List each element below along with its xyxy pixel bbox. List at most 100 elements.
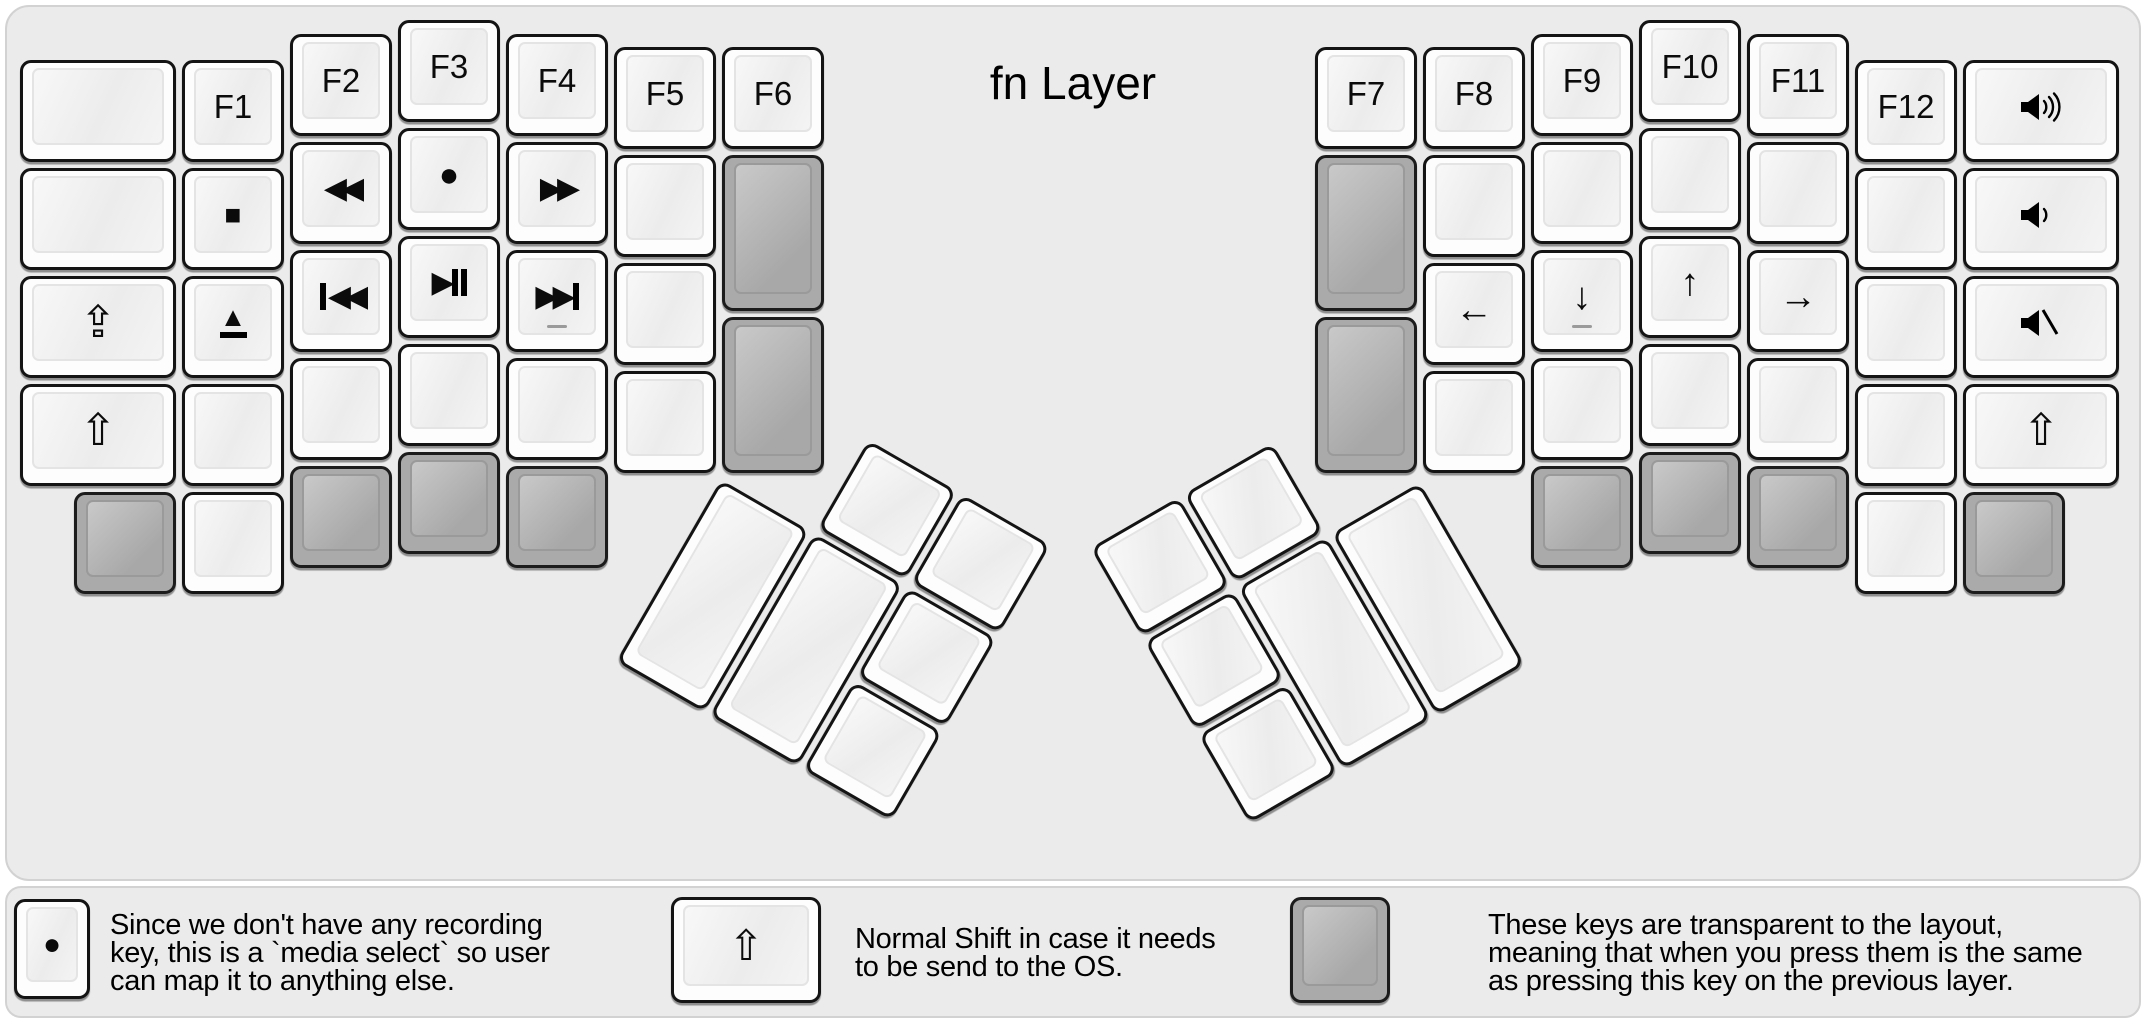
- key-arrow-down-cap: ↓: [1543, 258, 1621, 335]
- key-f2[interactable]: F2: [290, 34, 392, 136]
- key-rewind[interactable]: ◀◀: [290, 142, 392, 244]
- prev-track-icon: ◀◀: [319, 281, 368, 312]
- fast-forward-icon: ▶▶: [539, 171, 580, 205]
- key-record-label: ●: [438, 155, 460, 194]
- key-arrow-down[interactable]: ↓: [1531, 250, 1633, 352]
- key-volume-up[interactable]: [1963, 60, 2119, 162]
- key-stop[interactable]: ■: [182, 168, 284, 270]
- key-f7-cap: F7: [1327, 55, 1405, 132]
- key-transparent-l-inner-top[interactable]: [722, 155, 824, 311]
- key-blank-l-r4c2[interactable]: [290, 358, 392, 460]
- key-f8-cap: F8: [1435, 55, 1513, 132]
- key-blank-l-r3c5[interactable]: [614, 263, 716, 365]
- key-blank-r-r2c4-cap: [1759, 150, 1837, 227]
- key-transparent-r-inner-top[interactable]: [1315, 155, 1417, 311]
- key-transparent-l-b4[interactable]: [398, 452, 500, 554]
- key-f3-label: F3: [429, 48, 469, 85]
- legend-key-transparent: [1290, 897, 1390, 1003]
- key-blank-r-r4c4[interactable]: [1747, 358, 1849, 460]
- key-f7[interactable]: F7: [1315, 47, 1417, 149]
- rewind-icon: ◀◀: [323, 171, 364, 205]
- key-transparent-l-b5[interactable]: [506, 466, 608, 568]
- legend-key-shift: ⇧: [671, 897, 821, 1003]
- key-blank-r-b4-cap: [1867, 500, 1945, 577]
- key-transparent-l-b1[interactable]: [74, 492, 176, 594]
- vol-up-icon: [2018, 91, 2064, 123]
- key-f8[interactable]: F8: [1423, 47, 1525, 149]
- key-blank-r-r2c5[interactable]: [1855, 168, 1957, 270]
- key-blank-r-r2c1[interactable]: [1423, 155, 1525, 257]
- key-transparent-r-b5-cap: [1975, 500, 2053, 577]
- key-f6[interactable]: F6: [722, 47, 824, 149]
- key-f11-label: F11: [1770, 62, 1826, 99]
- key-blank-l-r4c4[interactable]: [506, 358, 608, 460]
- key-f12[interactable]: F12: [1855, 60, 1957, 162]
- key-record[interactable]: ●: [398, 128, 500, 230]
- key-transparent-l-b3[interactable]: [290, 466, 392, 568]
- key-blank-r-r3c5[interactable]: [1855, 276, 1957, 378]
- key-f11[interactable]: F11: [1747, 34, 1849, 136]
- key-arrow-up-cap: ↑: [1651, 244, 1729, 321]
- key-transparent-r-b1[interactable]: [1531, 466, 1633, 568]
- key-prev-track[interactable]: ◀◀: [290, 250, 392, 352]
- key-f5[interactable]: F5: [614, 47, 716, 149]
- key-f9[interactable]: F9: [1531, 34, 1633, 136]
- key-transparent-r-b3[interactable]: [1747, 466, 1849, 568]
- play-pause-icon: ▶: [431, 267, 467, 298]
- key-blank-l-r1c0[interactable]: [20, 60, 176, 162]
- key-transparent-r-inner-bottom[interactable]: [1315, 317, 1417, 473]
- key-shift-right[interactable]: ⇧: [1963, 384, 2119, 486]
- key-blank-r-r3c5-cap: [1867, 284, 1945, 361]
- key-f3[interactable]: F3: [398, 20, 500, 122]
- key-arrow-right[interactable]: →: [1747, 250, 1849, 352]
- key-mute-cap: [1975, 284, 2107, 361]
- key-blank-l-r4c3[interactable]: [398, 344, 500, 446]
- key-blank-r-r2c2[interactable]: [1531, 142, 1633, 244]
- key-blank-r-r2c3[interactable]: [1639, 128, 1741, 230]
- key-eject[interactable]: ▲: [182, 276, 284, 378]
- key-f1[interactable]: F1: [182, 60, 284, 162]
- key-volume-down[interactable]: [1963, 168, 2119, 270]
- key-f10-label: F10: [1661, 48, 1719, 85]
- key-fast-forward[interactable]: ▶▶: [506, 142, 608, 244]
- key-blank-l-b2-cap: [194, 500, 272, 577]
- key-shift-left[interactable]: ⇧: [20, 384, 176, 486]
- key-play-pause[interactable]: ▶: [398, 236, 500, 338]
- key-blank-r-r2c4[interactable]: [1747, 142, 1849, 244]
- key-f1-label: F1: [213, 88, 253, 125]
- key-arrow-left[interactable]: ←: [1423, 263, 1525, 365]
- key-blank-r-r4c5[interactable]: [1855, 384, 1957, 486]
- key-blank-r-r4c2[interactable]: [1531, 358, 1633, 460]
- key-caps-lock[interactable]: ⇪: [20, 276, 176, 378]
- key-blank-l-r2c5-cap: [626, 163, 704, 240]
- key-blank-r-b4[interactable]: [1855, 492, 1957, 594]
- key-stop-cap: ■: [194, 176, 272, 253]
- legend-text-2-line-2: to be send to the OS.: [855, 951, 1123, 983]
- legend-key-shift-label: ⇧: [728, 921, 764, 969]
- key-mute[interactable]: [1963, 276, 2119, 378]
- key-f4[interactable]: F4: [506, 34, 608, 136]
- key-blank-l-r2c5[interactable]: [614, 155, 716, 257]
- key-blank-r-r4c3[interactable]: [1639, 344, 1741, 446]
- key-transparent-r-inner-bottom-cap: [1327, 325, 1405, 456]
- key-f9-cap: F9: [1543, 42, 1621, 119]
- key-next-track[interactable]: ▶▶: [506, 250, 608, 352]
- key-f4-label: F4: [537, 62, 577, 99]
- legend-panel: [5, 886, 2141, 1018]
- key-blank-l-r4c5[interactable]: [614, 371, 716, 473]
- key-blank-l-r4c4-cap: [518, 366, 596, 443]
- key-blank-l-b2[interactable]: [182, 492, 284, 594]
- key-prev-track-cap: ◀◀: [302, 258, 380, 335]
- key-blank-r-r4c2-cap: [1543, 366, 1621, 443]
- key-f10[interactable]: F10: [1639, 20, 1741, 122]
- key-blank-l-r2c0[interactable]: [20, 168, 176, 270]
- key-record-cap: ●: [410, 136, 488, 213]
- key-blank-r-r4c1[interactable]: [1423, 371, 1525, 473]
- key-blank-l-r4c1[interactable]: [182, 384, 284, 486]
- key-transparent-l-inner-bottom[interactable]: [722, 317, 824, 473]
- key-transparent-r-b5[interactable]: [1963, 492, 2065, 594]
- key-f3-cap: F3: [410, 28, 488, 105]
- key-transparent-r-b2[interactable]: [1639, 452, 1741, 554]
- key-transparent-r-b1-cap: [1543, 474, 1621, 551]
- key-arrow-up[interactable]: ↑: [1639, 236, 1741, 338]
